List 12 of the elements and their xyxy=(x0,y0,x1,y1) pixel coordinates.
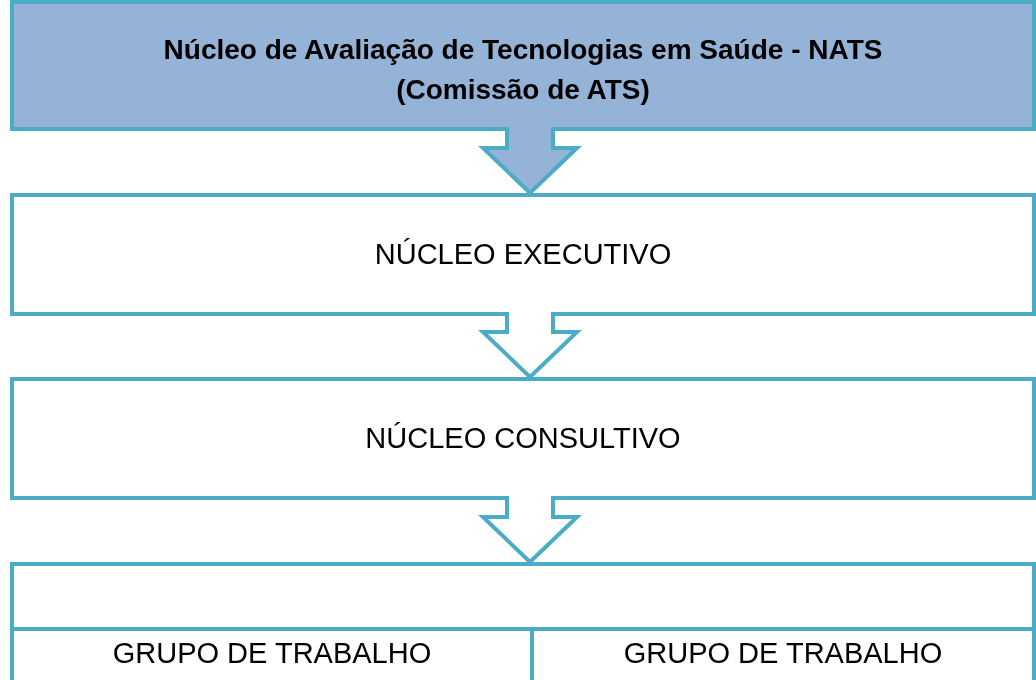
node-label: GRUPO DE TRABALHO xyxy=(623,637,943,670)
node-label: NÚCLEO EXECUTIVO xyxy=(374,238,672,271)
process-box xyxy=(10,193,1036,316)
group-box xyxy=(10,562,1036,680)
title-box xyxy=(10,0,1036,131)
title-text: Núcleo de Avaliação de Tecnologias em Saúde - NATS (Comissão de ATS) xyxy=(162,33,884,107)
block-arrow xyxy=(478,125,582,196)
process-box xyxy=(10,377,1036,500)
node-label: GRUPO DE TRABALHO xyxy=(112,637,432,670)
node-label: NÚCLEO CONSULTIVO xyxy=(365,422,681,455)
block-arrow xyxy=(478,494,582,565)
block-arrow xyxy=(478,310,582,380)
